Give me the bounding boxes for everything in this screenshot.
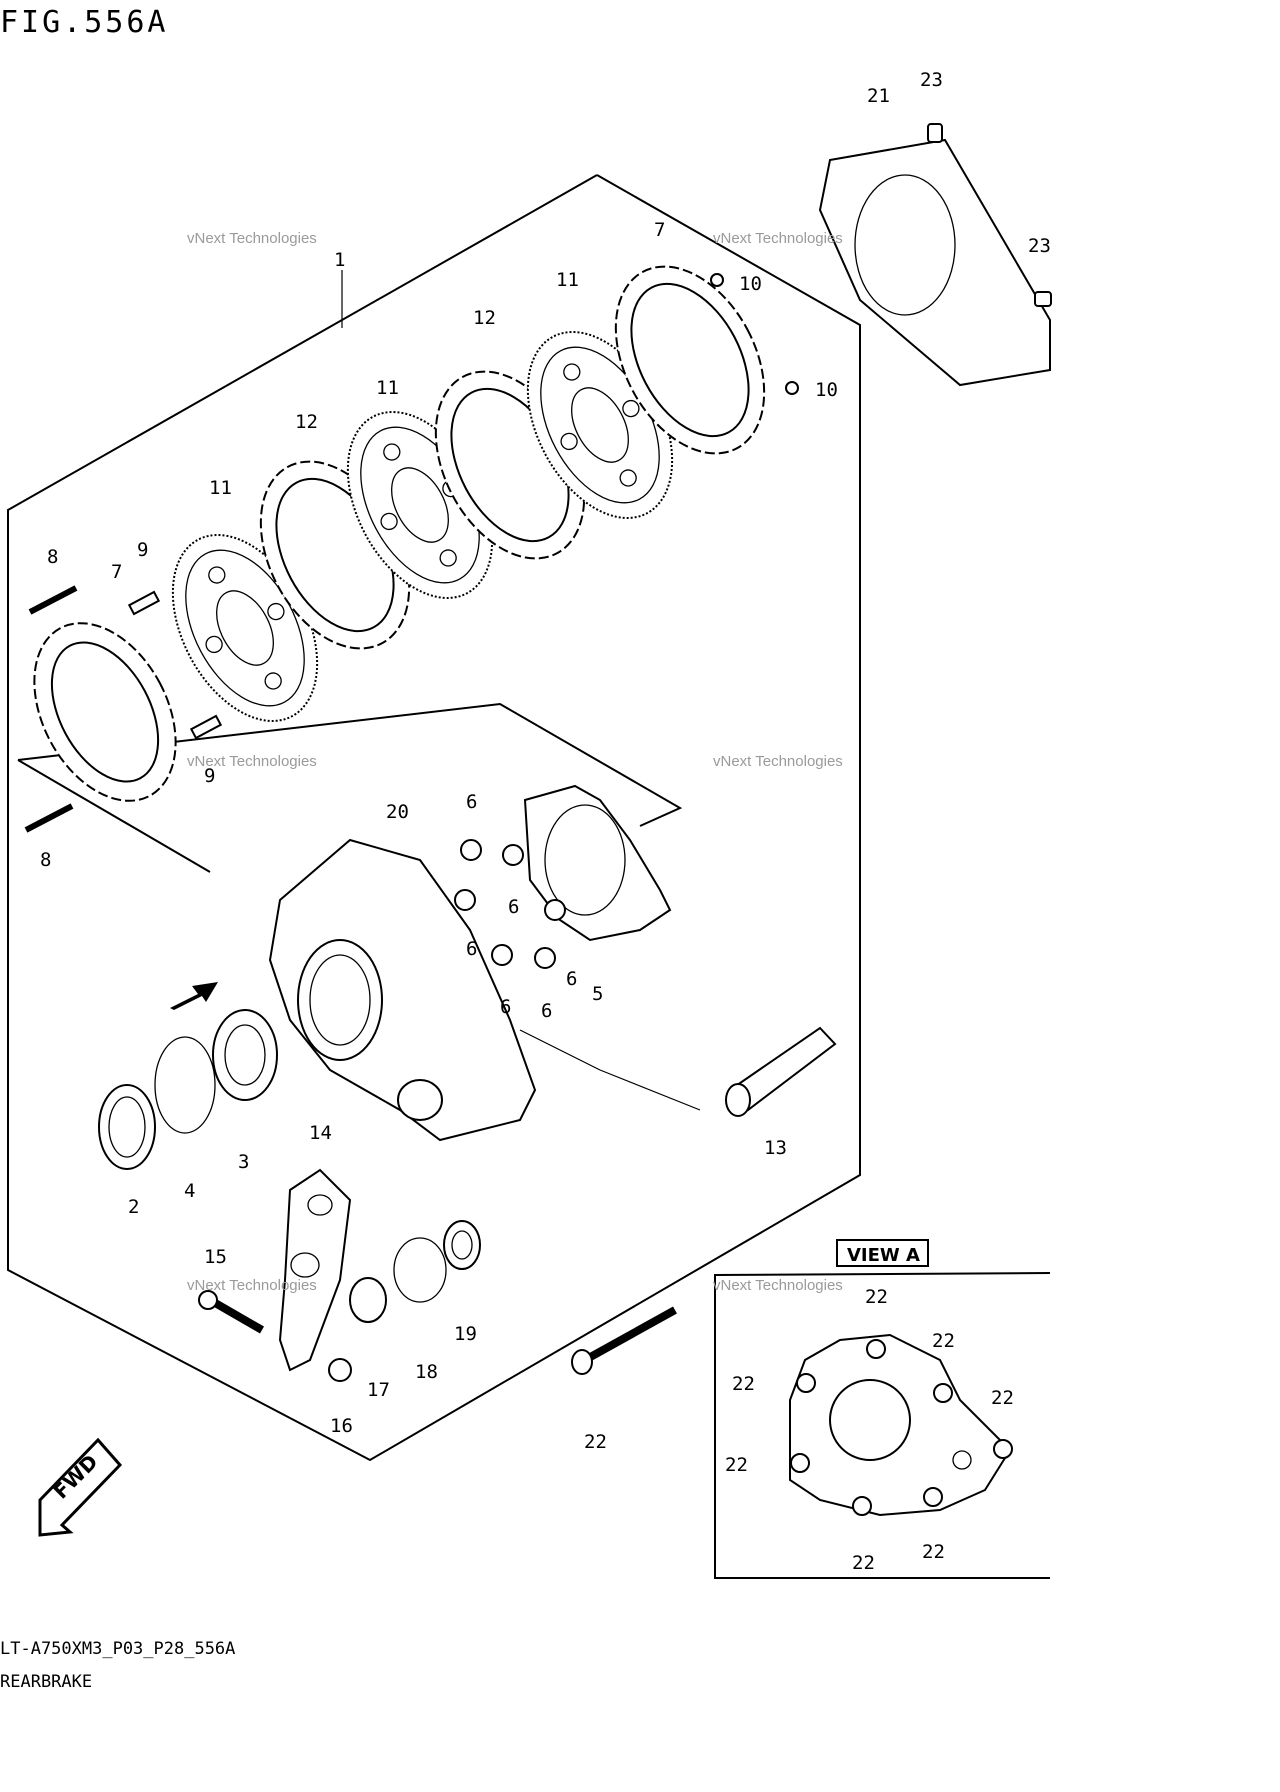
ball-6-f [534,947,556,969]
callout-6f: 6 [541,1000,552,1022]
nut-16 [328,1358,352,1382]
callout-22f: 22 [725,1454,748,1476]
bolt-15 [198,1290,264,1334]
view-a-panel: VIEW A [714,1239,1051,1579]
callout-14: 14 [309,1122,332,1144]
callout-6d: 6 [566,968,577,990]
callout-1: 1 [334,249,345,271]
bearing-3 [212,1009,278,1101]
callout-9a: 9 [137,539,148,561]
washer-17 [349,1277,387,1323]
svg-text:vNext Technologies: vNext Technologies [187,230,317,247]
callout-22a: 22 [584,1431,607,1453]
callout-2: 2 [128,1196,139,1218]
callout-13: 13 [764,1137,787,1159]
callout-22c: 22 [932,1330,955,1352]
callout-12a: 12 [295,411,318,433]
callout-22d: 22 [732,1373,755,1395]
callout-10b: 10 [815,379,838,401]
callout-22h: 22 [922,1541,945,1563]
gasket-21 [818,138,1051,387]
seal-19 [443,1220,481,1270]
ball-6-c [454,889,476,911]
ball-6-e [491,944,513,966]
pin-8-upper [28,585,78,615]
watermark-2: vNext Technologies [713,230,843,247]
watermark-1: vNext Technologies [187,230,317,247]
ball-6-b [502,844,524,866]
view-a-arrow [170,982,218,1010]
callout-8a: 8 [47,546,58,568]
callout-6a: 6 [466,791,477,813]
brake-plate-7-right [614,265,766,455]
washer-10-upper [710,273,724,287]
callout-15: 15 [204,1246,227,1268]
ball-6-a [460,839,482,861]
svg-text:vNext Technologies: vNext Technologies [187,753,317,770]
washer-10-lower [785,381,799,395]
brake-plate-7-left [33,622,177,802]
callout-6c: 6 [466,938,477,960]
spring-9-lower [189,714,223,740]
svg-text:vNext Technologies: vNext Technologies [713,753,843,770]
spring-9-upper [127,590,161,616]
callout-12b: 12 [473,307,496,329]
svg-text:vNext Technologies: vNext Technologies [713,230,843,247]
callout-9b: 9 [204,765,215,787]
callout-4: 4 [184,1180,195,1202]
fwd-direction-arrow: FWD [38,1437,123,1537]
callout-21: 21 [867,85,890,107]
shaft-13 [725,1026,837,1117]
callout-16: 16 [330,1415,353,1437]
watermark-4: vNext Technologies [713,753,843,770]
figure-code: LT-A750XM3_P03_P28_556A [0,1639,235,1659]
brake-plate-12-left [259,460,411,650]
oil-seal-2 [98,1084,156,1170]
assembly-outline [7,174,861,1462]
svg-text:vNext Technologies: vNext Technologies [713,1277,843,1294]
brake-housing-20 [268,838,537,1142]
ball-6-d [544,899,566,921]
callout-3: 3 [238,1151,249,1173]
callout-22b: 22 [865,1286,888,1308]
return-spring-18 [393,1237,447,1303]
dowel-pin-23-upper [927,123,943,143]
figure-name: REARBRAKE [0,1672,92,1692]
brake-lever-14 [278,1168,352,1372]
sub-assembly-outline [17,702,683,827]
watermark-5: vNext Technologies [187,1277,317,1294]
watermark-3: vNext Technologies [187,753,317,770]
callout-11a: 11 [209,477,232,499]
callout-23a: 23 [920,69,943,91]
callout-20: 20 [386,801,409,823]
circlip-4 [154,1036,216,1134]
callout-6e: 6 [500,996,511,1018]
figure-title: FIG.556A [0,5,169,40]
view-a-label: VIEW A [847,1245,920,1266]
callout-10a: 10 [739,273,762,295]
callout-22e: 22 [991,1387,1014,1409]
callout-18: 18 [415,1361,438,1383]
callout-6b: 6 [508,896,519,918]
dowel-pin-23-lower [1034,291,1052,307]
callout-8b: 8 [40,849,51,871]
watermark-6: vNext Technologies [713,1277,843,1294]
callout-19: 19 [454,1323,477,1345]
svg-text:vNext Technologies: vNext Technologies [187,1277,317,1294]
callout-22g: 22 [852,1552,875,1574]
callout-11b: 11 [376,377,399,399]
callout-11c: 11 [556,269,579,291]
sub-assembly-outline-lower [17,759,211,873]
callout-7a: 7 [111,561,122,583]
callout-5: 5 [592,983,603,1005]
callout-23b: 23 [1028,235,1051,257]
pin-8-lower [24,803,74,833]
callout-7b: 7 [654,219,665,241]
bolt-22 [571,1306,677,1375]
callout-17: 17 [367,1379,390,1401]
